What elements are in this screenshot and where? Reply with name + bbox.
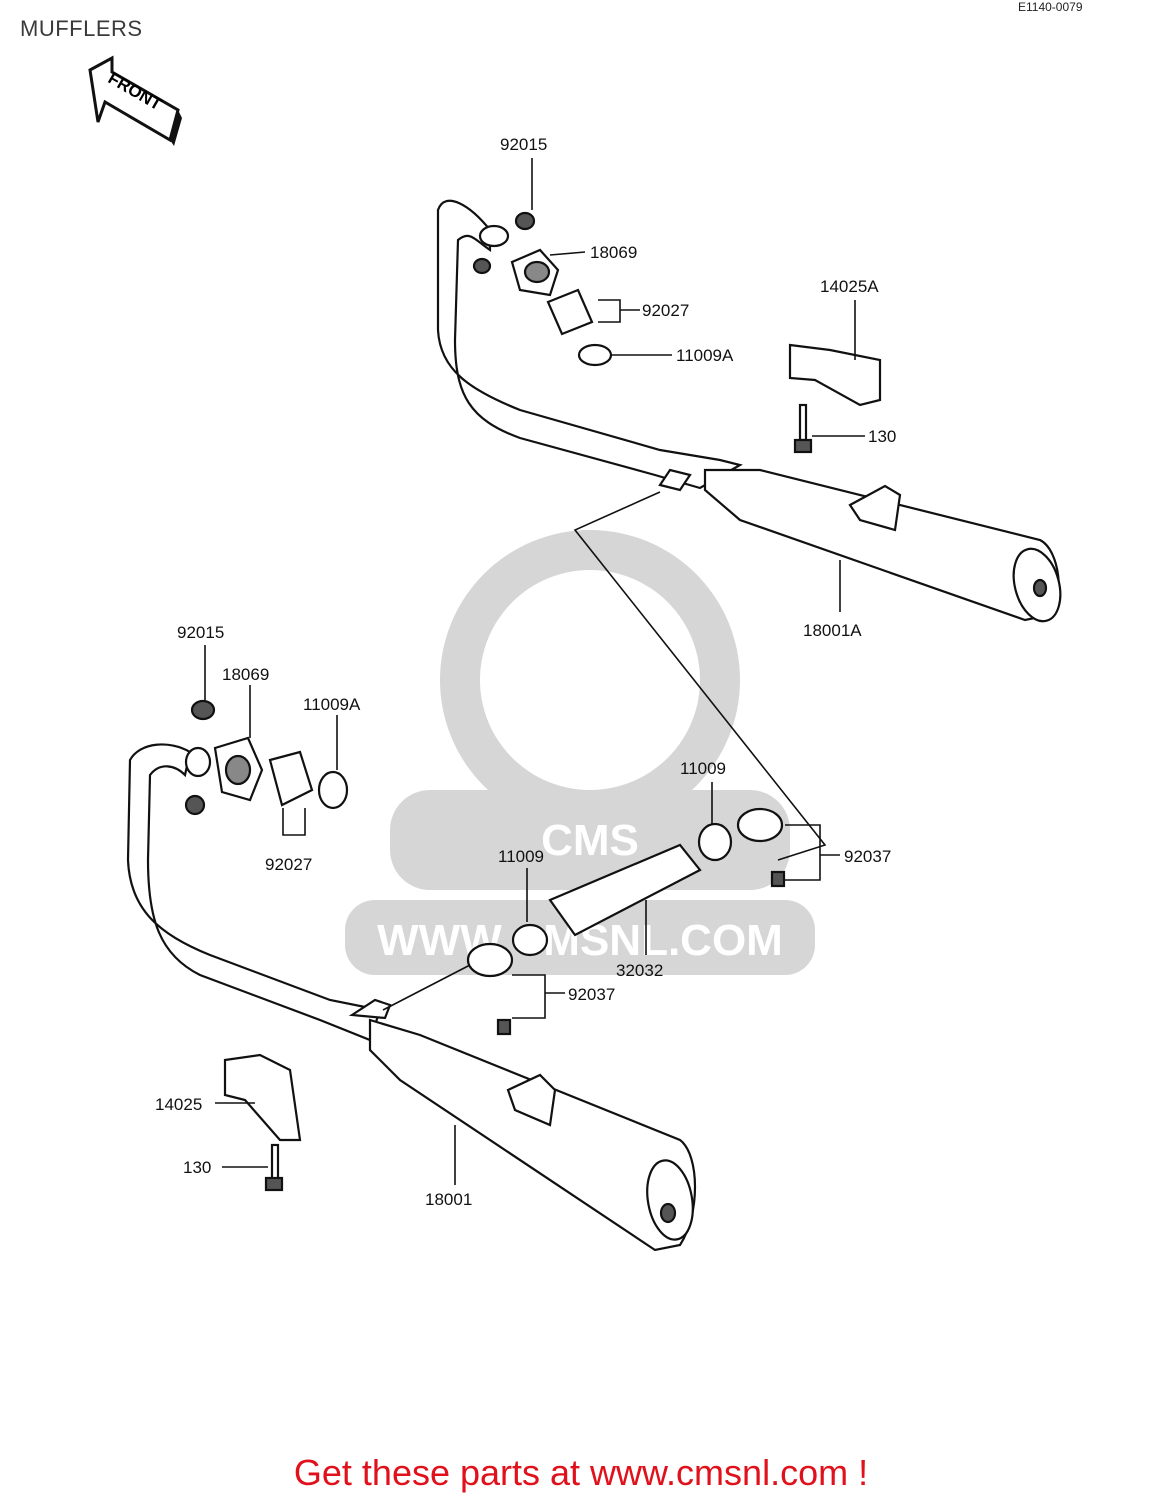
watermark-logo: CMS [541, 816, 639, 865]
lower-sleeve-11009-right [697, 822, 733, 862]
watermark-url-band [345, 900, 815, 975]
lower-crossover-stub [348, 998, 392, 1020]
upper-bolt-130 [798, 403, 808, 442]
callout-upper-130: 130 [868, 427, 896, 446]
upper-exhaust-assembly [436, 199, 1062, 623]
front-arrow-shadow [170, 110, 182, 146]
upper-nut-92015 [514, 211, 536, 231]
callout-upper-14025A: 14025A [820, 277, 879, 296]
lower-pipe-inlet [184, 746, 212, 778]
callout-lower-18001: 18001 [425, 1190, 472, 1209]
front-arrow: FRONT [88, 55, 182, 146]
watermark: CMS WWW.CMSNL.COM [345, 530, 815, 975]
upper-muffler-bracket [848, 484, 902, 532]
callout-lower-92015: 92015 [177, 623, 224, 642]
lower-muffler-bracket [506, 1073, 557, 1127]
lower-clamp-92037-left [466, 942, 514, 978]
upper-header-pipe [436, 199, 743, 490]
upper-crossover-stub [658, 468, 692, 492]
upper-heat-guard-14025A [788, 343, 882, 407]
lower-clamp-bolt-right [770, 870, 786, 888]
lower-heat-guard-14025 [223, 1053, 302, 1142]
callout-lower-92037-left: 92037 [568, 985, 615, 1004]
lower-collar-92027 [268, 750, 314, 807]
upper-leaders [531, 158, 865, 861]
upper-pipe-inlet [478, 224, 510, 248]
lower-clamp-bolt-left [496, 1018, 512, 1036]
lower-crossover-pipe-32032 [548, 843, 702, 937]
lower-exhaust-assembly [126, 699, 786, 1252]
lower-labels: 92015 18069 11009A 92027 11009 11009 920… [155, 623, 891, 1209]
upper-gasket-11009A [577, 343, 613, 367]
callout-lower-18069: 18069 [222, 665, 269, 684]
callout-lower-11009-right: 11009 [680, 759, 726, 778]
lower-muffler-end-hole [659, 1202, 677, 1224]
lower-clamp-92037-right [736, 807, 784, 843]
watermark-logo-inner [480, 570, 700, 790]
lower-leaders [204, 645, 840, 1185]
callout-lower-11009A: 11009A [303, 695, 361, 714]
callout-lower-11009-left: 11009 [498, 847, 544, 866]
callout-upper-92015: 92015 [500, 135, 547, 154]
lower-muffler-end [646, 1159, 694, 1241]
callout-upper-18001A: 18001A [803, 621, 862, 640]
callout-lower-130: 130 [183, 1158, 211, 1177]
lower-flange-hole [224, 754, 252, 786]
upper-bolt-130-head [793, 438, 813, 454]
callout-lower-92037-right: 92037 [844, 847, 891, 866]
parts-diagram: CMS WWW.CMSNL.COM FRONT [88, 55, 1062, 1252]
lower-gasket-11009A [317, 770, 349, 810]
callout-lower-32032: 32032 [616, 961, 663, 980]
page-title: MUFFLERS [20, 16, 143, 41]
upper-nut-92015-b [472, 257, 492, 275]
upper-labels: 92015 18069 92027 11009A 14025A 130 1800… [500, 135, 896, 640]
upper-collar-92027 [546, 288, 594, 336]
lower-muffler-body [368, 1018, 697, 1252]
upper-flange-hole [523, 260, 551, 284]
callout-lower-14025: 14025 [155, 1095, 202, 1114]
callout-upper-92027: 92027 [642, 301, 689, 320]
lower-bolt-130 [270, 1143, 280, 1182]
lower-bolt-130-head [264, 1176, 284, 1192]
lower-sleeve-11009-left [511, 923, 549, 957]
get-parts-link[interactable]: Get these parts at www.cmsnl.com ! [293, 1452, 869, 1493]
callout-upper-18069: 18069 [590, 243, 637, 262]
upper-muffler-end-hole [1032, 578, 1048, 598]
diagram-code: E1140-0079 [1018, 0, 1083, 14]
lower-nut-92015 [190, 699, 216, 721]
lower-nut-92015-b [184, 794, 206, 816]
callout-upper-11009A: 11009A [676, 346, 734, 365]
callout-lower-92027: 92027 [265, 855, 312, 874]
